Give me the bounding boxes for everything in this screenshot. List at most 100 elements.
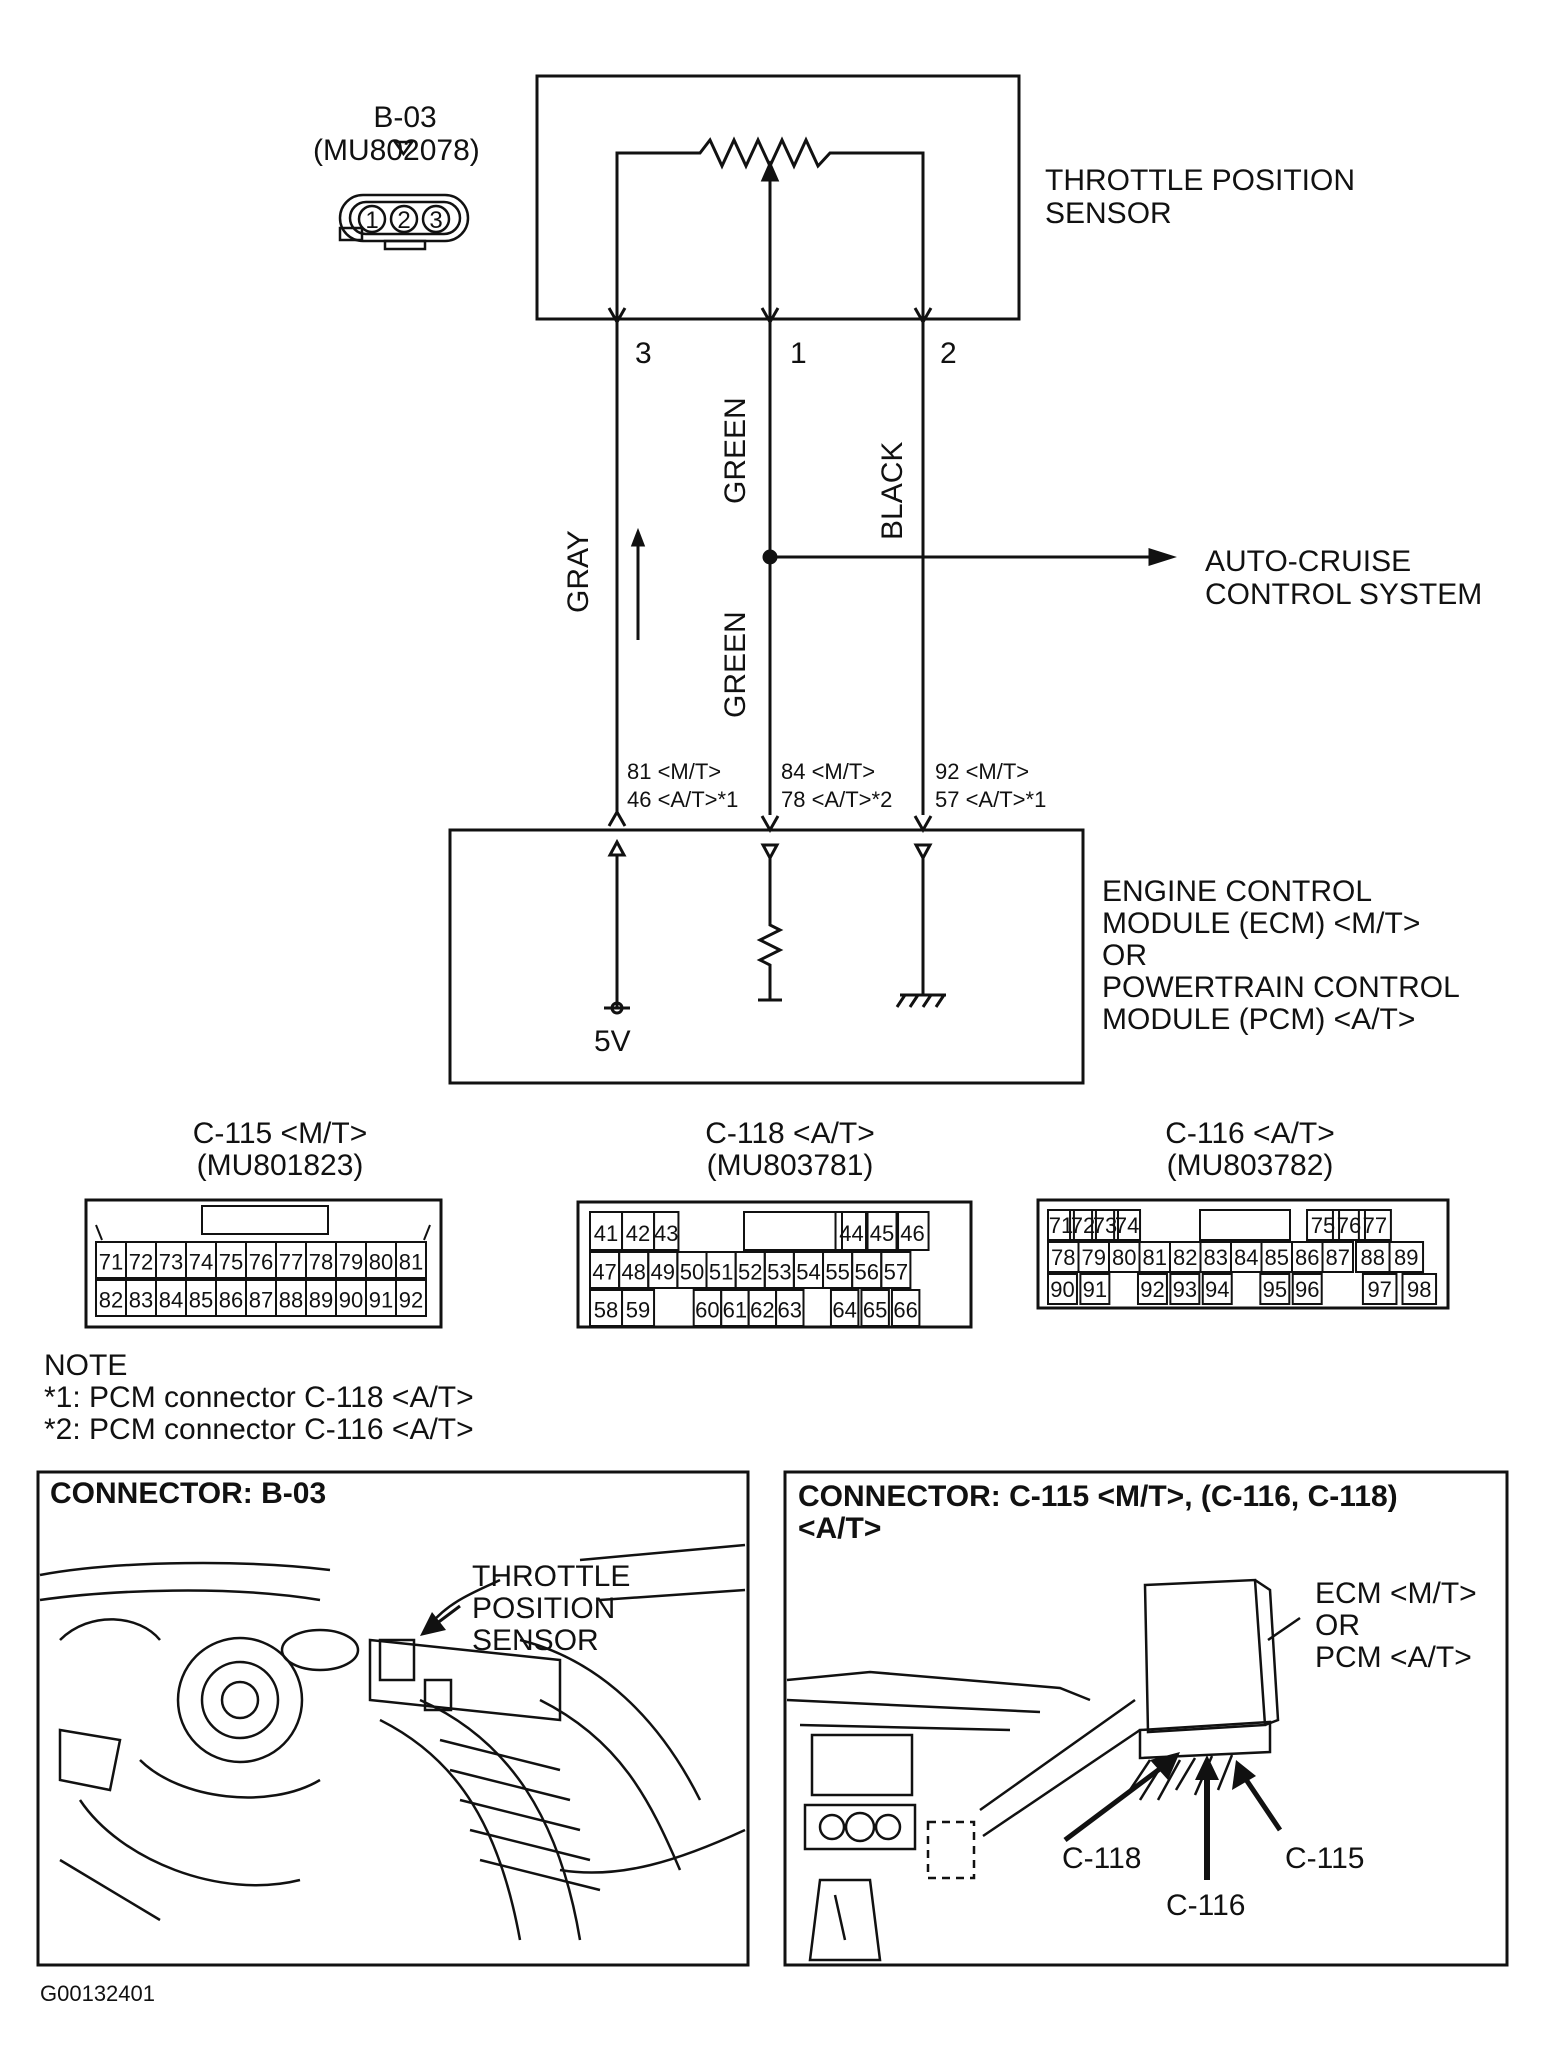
c118-connector-id: C-118 <A/T> — [705, 1117, 875, 1150]
c116-pin-label: 82 — [1173, 1245, 1197, 1270]
panel-right-title-line1: CONNECTOR: C-115 <M/T>, (C-116, C-118) — [798, 1480, 1398, 1513]
panel-left-frame — [36, 1470, 750, 1967]
ecm-label-line1: ENGINE CONTROL — [1102, 875, 1373, 908]
b03-connector-id: B-03 — [373, 101, 437, 134]
note-line2: *2: PCM connector C-116 <A/T> — [44, 1413, 474, 1446]
c115-pin-label: 74 — [189, 1249, 213, 1274]
c116-cell — [1361, 1273, 1398, 1305]
ecm-term3-arrow — [913, 815, 933, 834]
c116-pin-label: 81 — [1143, 1245, 1167, 1270]
c118-cell — [653, 1211, 680, 1251]
sensor-label-line2: SENSOR — [1045, 197, 1172, 230]
figure-id: G00132401 — [40, 1981, 155, 2006]
c118-pin-label: 60 — [695, 1297, 719, 1322]
c118-cell — [860, 1289, 890, 1327]
note-title: NOTE — [44, 1349, 128, 1382]
ecm-label-line4: POWERTRAIN CONTROL — [1102, 971, 1460, 1004]
c116-cell — [1091, 1209, 1119, 1241]
c118-pin-label: 62 — [750, 1297, 774, 1322]
c115-pointer-line — [1240, 1773, 1283, 1832]
c118-pin-label: 42 — [626, 1221, 650, 1246]
c116-pin-label: 86 — [1295, 1245, 1319, 1270]
c115-pin-label: 83 — [129, 1287, 153, 1312]
c116-pin-label: 84 — [1234, 1245, 1258, 1270]
c115-pin-label: 85 — [189, 1287, 213, 1312]
pin-label-3: 3 — [635, 337, 652, 370]
c116-pin-label: 85 — [1265, 1245, 1289, 1270]
c116-pin-label: 83 — [1204, 1245, 1228, 1270]
c118-cell — [890, 1289, 921, 1327]
c116-pin-label: 94 — [1205, 1277, 1229, 1302]
ecm-5v-label: 5V — [594, 1025, 631, 1058]
c116-pin-label: 91 — [1083, 1277, 1107, 1302]
c116-pin-label: 93 — [1173, 1277, 1197, 1302]
c116-location-label: C-116 — [1166, 1889, 1246, 1922]
c116-key — [1199, 1209, 1291, 1241]
ecm-label-line3: OR — [1102, 939, 1147, 972]
wire-label-green-bottom: GREEN — [719, 611, 752, 718]
c116-cell — [1169, 1273, 1201, 1305]
c115-pin-label: 71 — [99, 1249, 123, 1274]
c116-cell — [1047, 1273, 1078, 1305]
c115-pin-label: 91 — [369, 1287, 393, 1312]
ecm-pullup-resistor — [756, 858, 784, 1000]
c116-cell — [1357, 1209, 1392, 1241]
c118-pointer-head — [1150, 1752, 1180, 1780]
b03-part-number: (MU802078) — [313, 134, 480, 167]
c115-cell — [395, 1279, 427, 1317]
tps-pointer-line — [435, 1604, 461, 1626]
c118-key — [743, 1211, 843, 1251]
c116-housing — [1036, 1198, 1450, 1310]
c115-pin-label: 78 — [309, 1249, 333, 1274]
c116-cell — [1306, 1209, 1341, 1241]
c116-cell — [1321, 1241, 1354, 1273]
signal-direction-arrowhead — [630, 527, 646, 547]
c115-connector-id: C-115 <M/T> — [192, 1117, 368, 1150]
c118-pin-label: 58 — [594, 1297, 618, 1322]
c118-pin-label: 53 — [767, 1259, 791, 1284]
ground-hatch4 — [934, 994, 946, 1008]
c116-pin-label: 98 — [1407, 1277, 1431, 1302]
c116-pin-label: 96 — [1295, 1277, 1319, 1302]
c115-pin-label: 81 — [399, 1249, 423, 1274]
c115-pin-label: 87 — [249, 1287, 273, 1312]
panel-right-frame — [783, 1470, 1509, 1967]
c115-pin-label: 80 — [369, 1249, 393, 1274]
c116-connector-id: C-116 <A/T> — [1165, 1117, 1335, 1150]
b03-connector-icon: 1 2 3 — [338, 140, 470, 251]
terminal-gray-mt: 81 <M/T> — [627, 759, 722, 784]
c118-location-label: C-118 — [1062, 1842, 1142, 1875]
c115-pin-label: 89 — [309, 1287, 333, 1312]
c116-pin-label: 78 — [1051, 1245, 1075, 1270]
ecm-callout-line3: PCM <A/T> — [1315, 1641, 1472, 1674]
c116-pin-label: 92 — [1140, 1277, 1164, 1302]
c116-pin-label: 74 — [1115, 1213, 1139, 1238]
c115-pin-label: 72 — [129, 1249, 153, 1274]
c116-pin-label: 87 — [1326, 1245, 1350, 1270]
c118-pin-label: 44 — [839, 1221, 863, 1246]
c115-pin-label: 90 — [339, 1287, 363, 1312]
pin-label-2: 2 — [940, 337, 957, 370]
c115-pin-label: 82 — [99, 1287, 123, 1312]
terminal-gray-at: 46 <A/T>*1 — [627, 787, 739, 812]
c116-pointer-head — [1195, 1755, 1219, 1780]
tps-pointer-head — [420, 1612, 446, 1636]
c118-pin-label: 64 — [832, 1297, 856, 1322]
wiper-arrowhead — [760, 160, 780, 182]
ecm-inner-arrow1 — [607, 838, 627, 857]
c118-pin-label: 46 — [900, 1221, 924, 1246]
c116-cell — [1388, 1241, 1425, 1273]
note-line1: *1: PCM connector C-118 <A/T> — [44, 1381, 474, 1414]
b03-pin-3: 3 — [429, 207, 442, 234]
c118-pointer-line — [1063, 1763, 1167, 1842]
c118-pin-label: 50 — [680, 1259, 704, 1284]
ground-hatch3 — [921, 994, 933, 1008]
cruise-arrowhead — [1148, 547, 1177, 567]
c115-location-label: C-115 — [1285, 1842, 1365, 1875]
c118-pin-label: 47 — [592, 1259, 616, 1284]
c116-cell — [1259, 1273, 1291, 1305]
cruise-label-line2: CONTROL SYSTEM — [1205, 578, 1483, 611]
c116-pin-label: 79 — [1082, 1245, 1106, 1270]
